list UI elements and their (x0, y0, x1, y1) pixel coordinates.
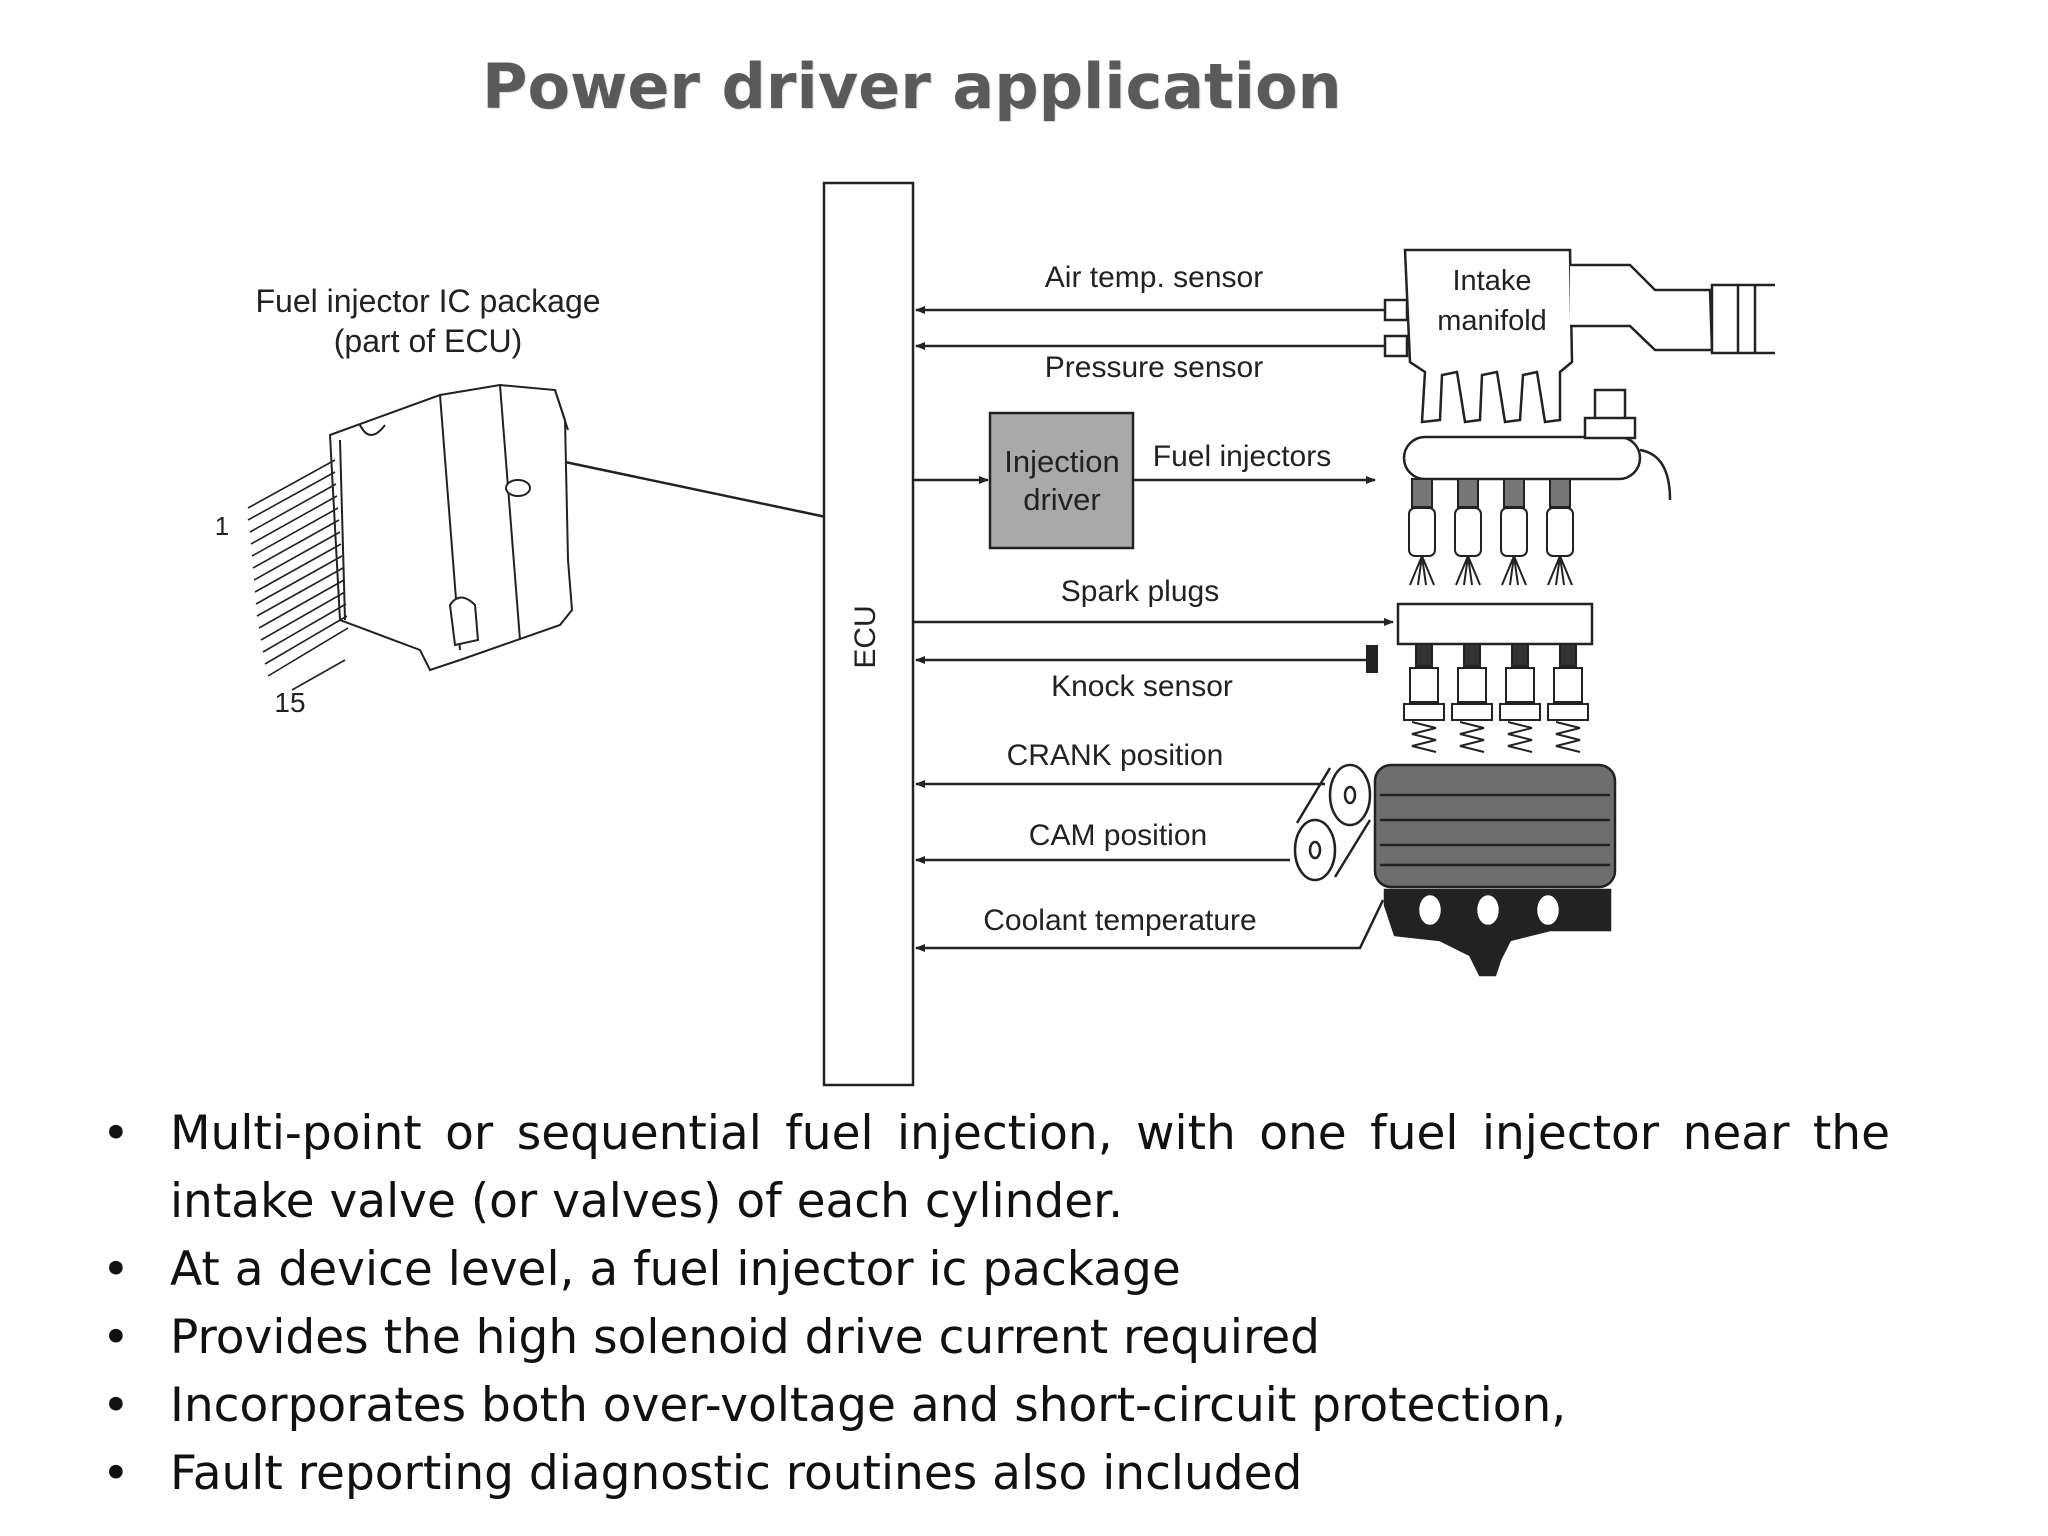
intake-manifold-label-line1: Intake (1453, 265, 1532, 297)
ecu-label: ECU (849, 605, 882, 668)
engine-block (1373, 763, 1617, 977)
bullet-item: Multi-point or sequential fuel injection… (100, 1100, 1890, 1236)
air-temp-label: Air temp. sensor (1045, 261, 1263, 294)
injection-driver-label-line1: Injection (1004, 444, 1119, 479)
ic-package-pins (247, 459, 349, 691)
knock-label: Knock sensor (1051, 670, 1233, 703)
fuel-injector (1454, 478, 1482, 586)
fuel-rail (1402, 388, 1672, 501)
bullet-item: Incorporates both over-voltage and short… (100, 1372, 1890, 1440)
spark-coil-bar (1396, 602, 1594, 646)
spark-plugs-label: Spark plugs (1061, 575, 1219, 608)
bullet-item: Fault reporting diagnostic routines also… (100, 1440, 1890, 1508)
bullet-item: Provides the high solenoid drive current… (100, 1304, 1890, 1372)
fuel-injector (1408, 478, 1436, 586)
fuel-injector-ic-package (328, 383, 574, 672)
spark-plug (1499, 643, 1541, 753)
spark-plug-set (1403, 643, 1589, 753)
injection-driver-block (988, 411, 1135, 550)
fuel-injector (1546, 478, 1574, 586)
ic-package-label-line2: (part of ECU) (334, 323, 522, 359)
spark-plug (1403, 643, 1445, 753)
fuel-injector-set (1408, 478, 1574, 586)
fuel-injectors-label: Fuel injectors (1153, 440, 1331, 473)
bullet-item: At a device level, a fuel injector ic pa… (100, 1236, 1890, 1304)
pressure-label: Pressure sensor (1045, 351, 1263, 384)
pin-label-last: 15 (274, 687, 305, 718)
knock-sensor-icon (1366, 645, 1378, 673)
crank-cam-pulleys (1293, 763, 1372, 882)
signal-lines (913, 306, 1394, 952)
fuel-injector (1500, 478, 1528, 586)
bullet-list: Multi-point or sequential fuel injection… (100, 1100, 1890, 1508)
coolant-label: Coolant temperature (983, 904, 1257, 937)
ic-package-label-line1: Fuel injector IC package (255, 283, 600, 319)
power-driver-diagram: Fuel injector IC package (part of ECU) 1… (215, 181, 1775, 1087)
cam-label: CAM position (1029, 819, 1207, 852)
intake-manifold (1383, 248, 1775, 424)
injection-driver-label-line2: driver (1023, 482, 1101, 517)
intake-manifold-label-line2: manifold (1437, 305, 1547, 337)
spark-plug (1547, 643, 1589, 753)
coolant-line (915, 899, 1385, 952)
crank-label: CRANK position (1007, 739, 1224, 772)
pin-label-first: 1 (215, 511, 229, 541)
ic-to-ecu-arrow (564, 460, 865, 528)
ecu-block (822, 181, 915, 1087)
slide-title: Power driver application (482, 50, 1342, 123)
spark-plug (1451, 643, 1493, 753)
